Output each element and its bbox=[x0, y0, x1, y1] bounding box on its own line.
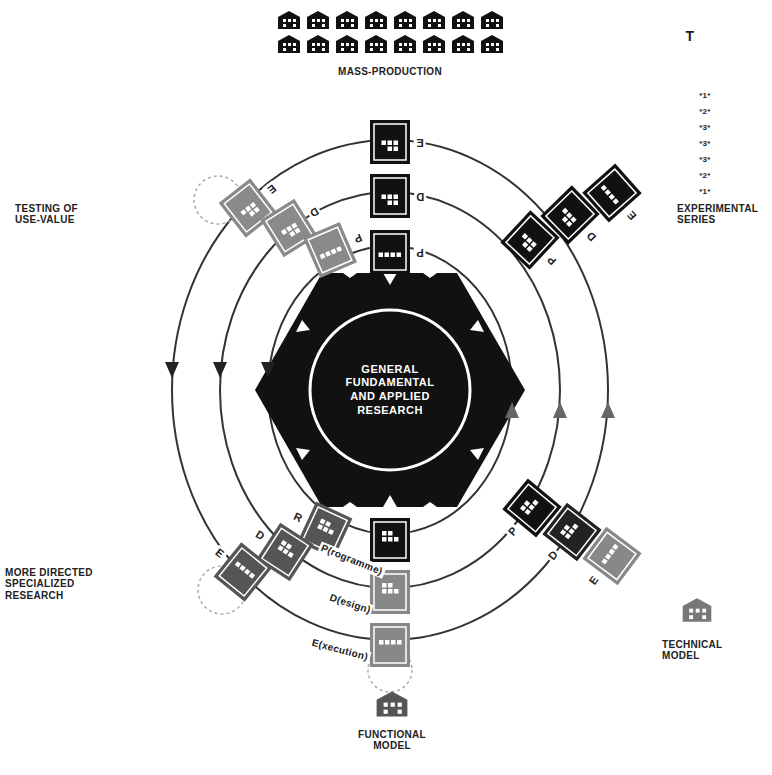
series-number: *3* bbox=[690, 139, 720, 148]
house-icon bbox=[377, 691, 408, 716]
phase-letter: P bbox=[350, 230, 366, 246]
node-text: GENERAL FUNDAMENTAL AND APPLIED RESEARCH bbox=[342, 363, 438, 418]
model-block bbox=[303, 222, 357, 278]
model-block bbox=[370, 518, 410, 562]
section-title: MASS-PRODUCTION bbox=[310, 66, 470, 78]
execution-ring bbox=[172, 140, 608, 640]
house-icon bbox=[307, 11, 329, 29]
hexagon-triangles bbox=[296, 273, 484, 507]
house-icon bbox=[336, 35, 358, 53]
side-label: TECHNICAL MODEL bbox=[662, 639, 742, 662]
side-label: FUNCTIONAL MODEL bbox=[347, 729, 437, 752]
series-number: *3* bbox=[690, 155, 720, 164]
side-label: MORE DIRECTED SPECIALIZED RESEARCH bbox=[5, 567, 105, 602]
phase-letter: R bbox=[290, 509, 306, 526]
house-icon bbox=[394, 11, 416, 29]
model-block bbox=[370, 230, 410, 274]
house-icon bbox=[423, 11, 445, 29]
house-icon bbox=[683, 598, 712, 621]
research-circle: GENERAL FUNDAMENTAL AND APPLIED RESEARCH bbox=[320, 320, 460, 460]
phase-letter: P bbox=[543, 252, 560, 269]
series-number: *2* bbox=[690, 171, 720, 180]
phase-letter: E bbox=[623, 207, 640, 224]
side-label: TESTING OF USE-VALUE bbox=[15, 203, 105, 226]
phase-letter: E bbox=[414, 136, 426, 149]
house-icon bbox=[365, 35, 387, 53]
house-icon bbox=[481, 11, 503, 29]
house-icon bbox=[452, 11, 474, 29]
ring-label: D(esign) bbox=[326, 591, 374, 616]
model-blocks bbox=[214, 120, 642, 667]
series-number: *2* bbox=[690, 107, 720, 116]
phase-letter: D bbox=[306, 204, 323, 221]
model-block bbox=[370, 623, 410, 667]
center-circle bbox=[310, 310, 470, 470]
phase-letter: E bbox=[211, 545, 228, 562]
house-icon bbox=[307, 35, 329, 53]
house-icon bbox=[423, 35, 445, 53]
phase-letter: E bbox=[585, 572, 602, 589]
design-ring bbox=[220, 192, 560, 588]
series-number: *1* bbox=[690, 91, 720, 100]
side-label: EXPERIMENTAL SERIES bbox=[677, 203, 767, 226]
center-hexagon bbox=[255, 273, 525, 507]
feedback-loops bbox=[194, 176, 412, 692]
phase-letter: P bbox=[504, 523, 521, 540]
phase-letter: D bbox=[251, 527, 268, 544]
house-icon bbox=[452, 35, 474, 53]
house-icon bbox=[481, 35, 503, 53]
phase-letter: D bbox=[582, 228, 600, 246]
house-icon bbox=[278, 35, 300, 53]
house-icon bbox=[394, 35, 416, 53]
series-number: *1* bbox=[690, 187, 720, 196]
ring-label: E(xecution) bbox=[309, 636, 372, 663]
phase-letter: D bbox=[414, 190, 426, 203]
house-icon bbox=[278, 11, 300, 29]
phase-letter: P bbox=[414, 246, 426, 259]
house-icons bbox=[278, 11, 711, 717]
house-icon bbox=[336, 11, 358, 29]
ring-arrowheads bbox=[165, 362, 615, 418]
model-block bbox=[370, 120, 410, 164]
corner-letter: T bbox=[680, 28, 700, 44]
series-number: *3* bbox=[690, 123, 720, 132]
model-block bbox=[370, 174, 410, 218]
model-block bbox=[370, 570, 410, 614]
house-icon bbox=[365, 11, 387, 29]
